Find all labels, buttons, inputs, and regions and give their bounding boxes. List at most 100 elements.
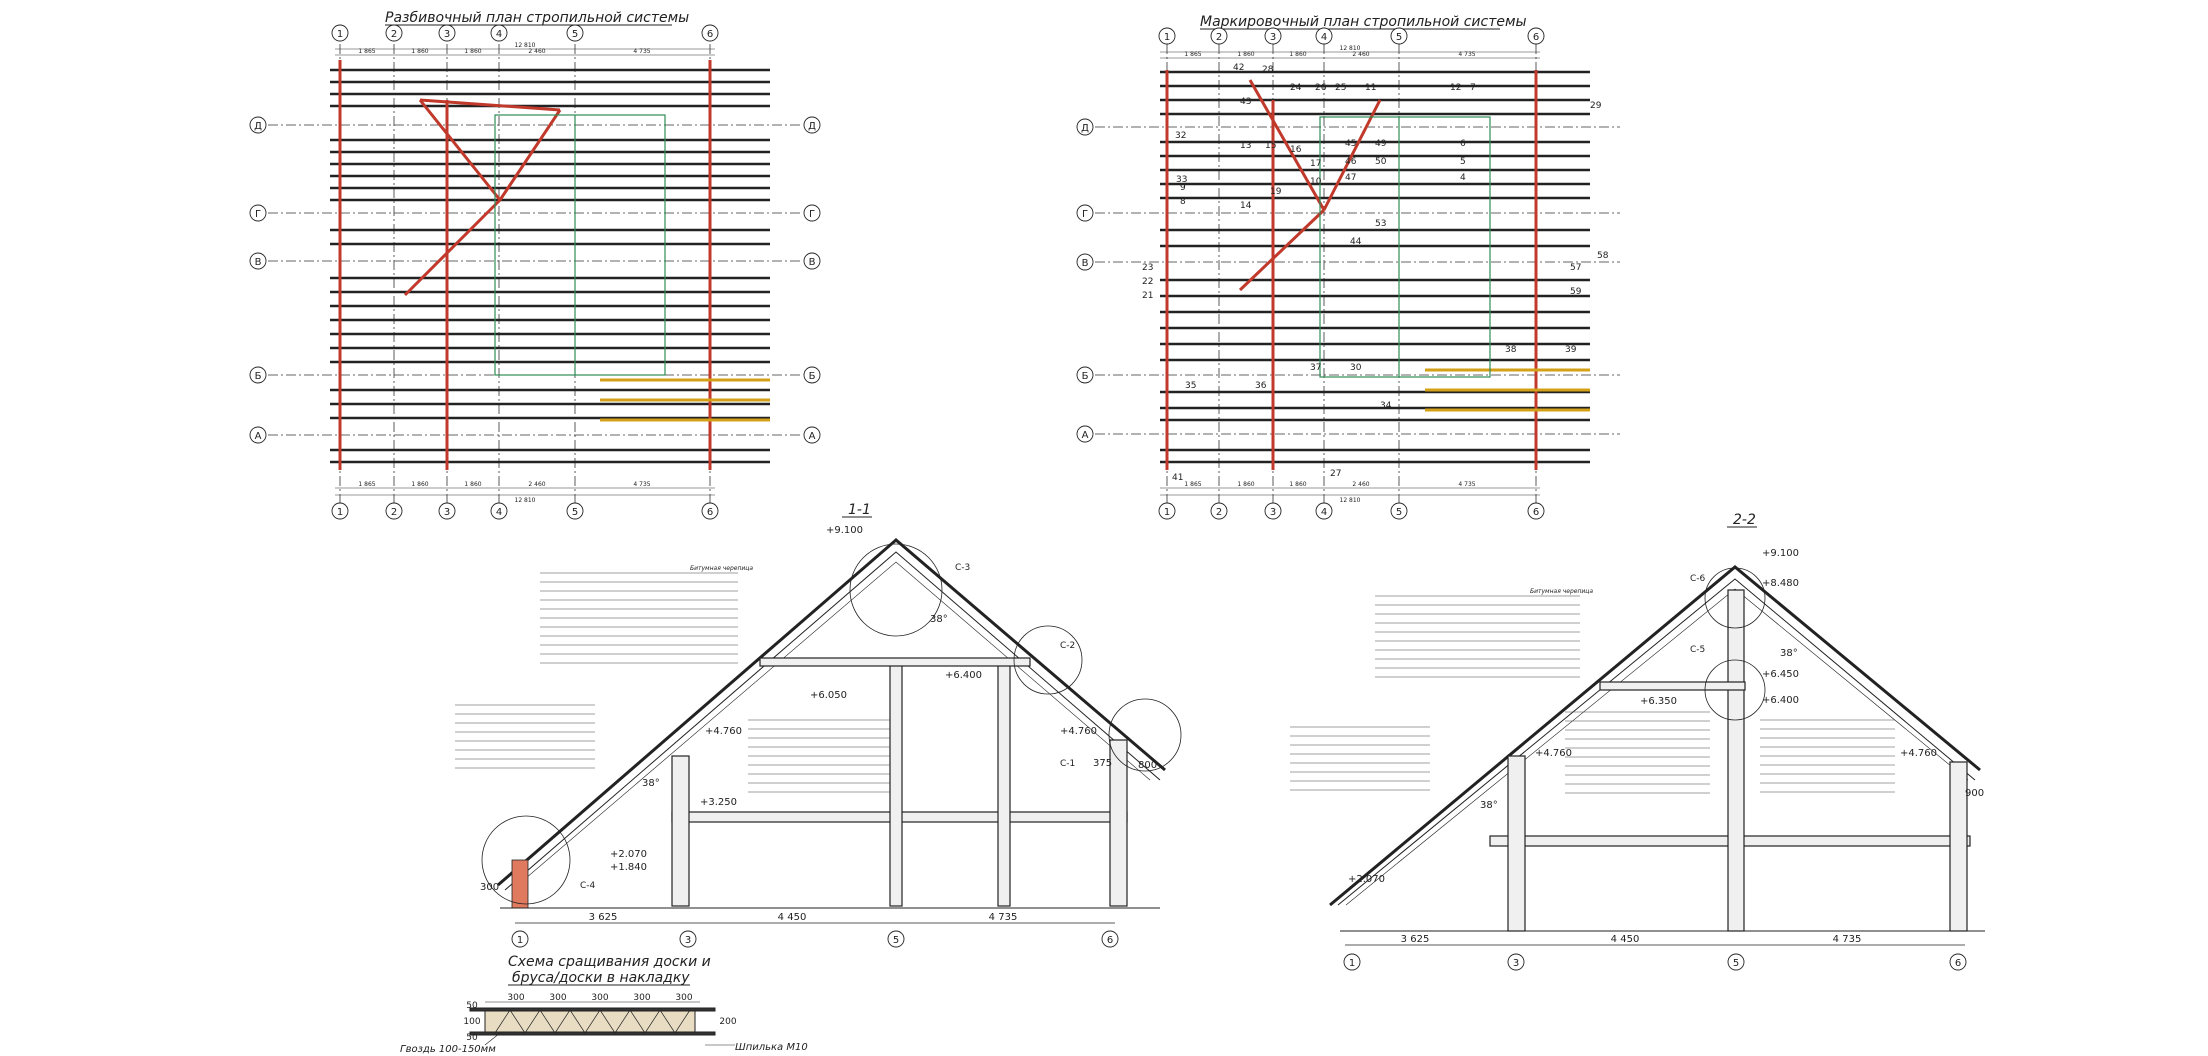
plan-2-axis-4-bottom: 4 [1321,507,1327,518]
plan-1-axis-B: Б [255,371,262,382]
section-1-callout-title: Битумная черепица [690,565,753,572]
section-2-axis-1: 1 [1349,958,1355,969]
plan-2-title: Маркировочный план стропильной системы [1200,14,1527,30]
section-1-angle-bottom: 38° [642,778,660,789]
plan-2-mark-8: 8 [1180,197,1186,207]
section-2-callouts [1290,595,1895,794]
plan-1-axis-4-bottom: 4 [496,507,502,518]
plan-1-dim-1: 1 865 [358,48,375,55]
plan-2-mark-26: 26 [1315,83,1327,93]
plan-2-dim-2: 1 860 [1237,51,1254,58]
section-2-level-4760-left: +4.760 [1535,748,1572,759]
plan-2-axis-1-bottom: 1 [1164,507,1170,518]
plan-2-mark-9: 9 [1180,183,1186,193]
plan-2-mark-23: 23 [1142,263,1153,273]
section-1-level-1840: +1.840 [610,862,647,873]
plan-2-mark-21: 21 [1142,291,1153,301]
plan-2-mark-27: 27 [1330,469,1341,479]
splice-side-bottom: 50 [466,1033,478,1043]
plan-2-mark-39: 39 [1565,345,1577,355]
section-1-node-circles [481,543,1182,905]
section-1-dim-4735: 4 735 [989,912,1018,923]
section-2-dim-4450: 4 450 [1611,934,1640,945]
plan-2-mark-43: 43 [1240,97,1251,107]
plan-1-axis-5: 5 [572,29,578,40]
splice-scheme: Схема сращивания доски и бруса/доски в н… [400,954,808,1055]
section-1-node-c2: С-2 [1060,641,1075,651]
plan-2-mark-45: 45 [1345,139,1356,149]
section-1-node-c3: С-3 [955,563,970,573]
plan-2-axis-G: Г [1082,209,1088,220]
plan-1-axis-V-right: В [809,257,816,268]
plan-2-mark-57: 57 [1570,263,1581,273]
plan-2-dim-overall-bottom: 12 810 [1340,497,1361,504]
splice-dim-4: 300 [633,993,650,1003]
section-1-callouts [455,572,890,793]
plan-2-mark-33: 33 [1176,175,1187,185]
plan-2-dim-1-bottom: 1 865 [1184,481,1201,488]
plan-1-axes [268,44,800,505]
plan-2-axis-3: 3 [1270,32,1276,43]
plan-1-ridge-frame [494,114,666,376]
splice-stud-label: Шпилька М10 [735,1042,808,1053]
plan-2-mark-36: 36 [1255,381,1267,391]
plan-2-mark-19: 19 [1270,187,1282,197]
plan-1-axis-A-right: А [809,431,816,442]
section-1-wall-hatch [511,859,529,909]
section-2-2: 2-2 С-6 С-5 +9.100 +8.480 +6.450 [1290,512,1985,971]
section-1-roof [497,538,1166,891]
plan-2-axis-1: 1 [1164,32,1170,43]
section-1-level-6400: +6.400 [945,670,982,681]
plan-2-mark-37: 37 [1310,363,1321,373]
plan-1-dim-1-bottom: 1 865 [358,481,375,488]
section-1-node-c1: С-1 [1060,759,1075,769]
plan-2-axis-D: Д [1081,123,1089,134]
plan-2-mark-46: 46 [1345,157,1357,167]
plan-2-mark-10: 10 [1310,177,1322,187]
section-2-structure [1489,589,1971,932]
section-2-axis-bubbles [1343,953,1967,971]
plan-1-axis-5-bottom: 5 [572,507,578,518]
section-2-dim-4735: 4 735 [1833,934,1862,945]
section-1-level-2070: +2.070 [610,849,647,860]
section-1-small-300: 300 [480,882,499,893]
section-1-axis-6: 6 [1107,935,1113,946]
plan-1-dim-2-bottom: 1 860 [411,481,428,488]
plan-2-axis-4: 4 [1321,32,1327,43]
plan-2: Маркировочный план стропильной системы 1… [1076,14,1620,520]
plan-1-dim-overall-bottom: 12 810 [515,497,536,504]
splice-nail-label: Гвоздь 100-150мм [400,1044,496,1055]
plan-1-axis-2: 2 [391,29,397,40]
plan-1-axis-D: Д [254,121,262,132]
plan-2-mark-58: 58 [1597,251,1609,261]
section-1-small-375: 375 [1093,758,1112,769]
splice-dim-3: 300 [591,993,608,1003]
plan-2-axis-2-bottom: 2 [1216,507,1222,518]
plan-2-dim-1: 1 865 [1184,51,1201,58]
plan-2-mark-49: 49 [1375,139,1387,149]
plan-2-mark-35: 35 [1185,381,1196,391]
plan-2-dim-overall: 12 810 [1340,45,1361,52]
splice-nails [494,1009,691,1034]
plan-1-dim-5-bottom: 4 735 [633,481,650,488]
plan-2-mark-7: 7 [1470,83,1476,93]
section-2-axis-5: 5 [1733,958,1739,969]
plan-1-dim-2: 1 860 [411,48,428,55]
plan-1: Разбивочный план стропильной системы [249,10,821,520]
splice-dim-1: 300 [507,993,524,1003]
plan-1-axis-1-bottom: 1 [337,507,343,518]
plan-1-beams [338,60,770,470]
section-1-axis-1: 1 [517,935,523,946]
section-2-level-8480: +8.480 [1762,578,1799,589]
section-2-level-4760-right: +4.760 [1900,748,1937,759]
section-2-node-circles [1704,567,1766,721]
plan-2-axis-6-bottom: 6 [1533,507,1539,518]
plan-2-mark-30: 30 [1350,363,1362,373]
plan-2-mark-50: 50 [1375,157,1387,167]
splice-dim-2: 300 [549,993,566,1003]
plan-2-mark-42: 42 [1233,63,1244,73]
section-1-structure [671,657,1128,907]
section-1-level-9100: +9.100 [826,525,863,536]
plan-2-mark-29: 29 [1590,101,1602,111]
